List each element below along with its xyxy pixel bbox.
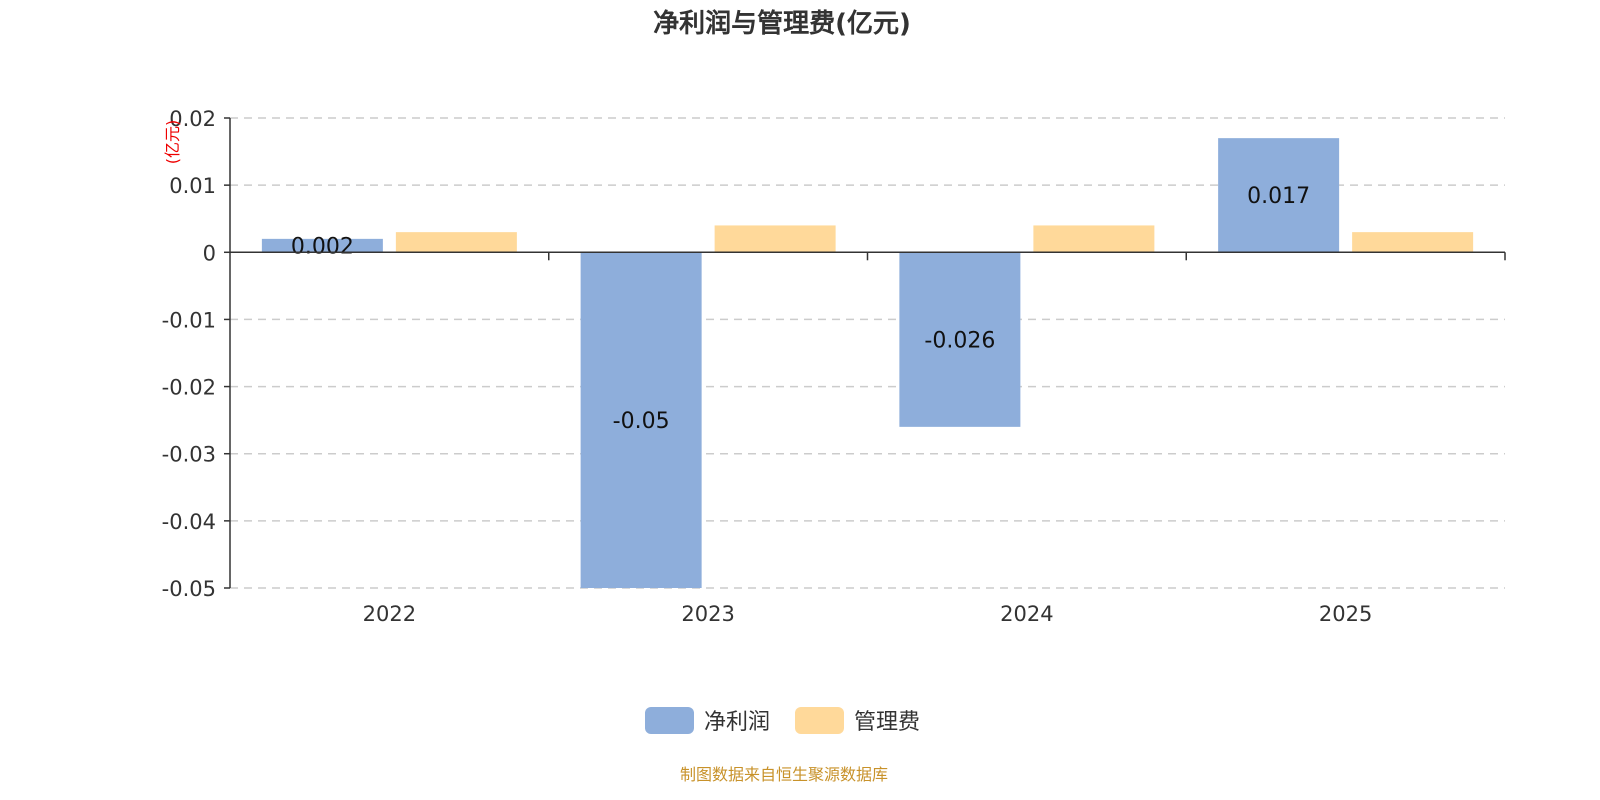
source-note: 制图数据来自恒生聚源数据库 [680,765,888,784]
bar-admin-expense-2024 [1033,225,1155,253]
bar-admin-expense-2022 [395,232,517,253]
y-tick-label: -0.05 [162,577,216,601]
bar-net-profit-2023 [580,252,702,589]
y-tick-label: 0.02 [169,107,216,131]
chart-title: 净利润与管理费(亿元) [653,8,911,39]
data-label: -0.026 [924,329,995,354]
bar-net-profit-2025 [1218,138,1340,253]
data-label: -0.05 [613,409,670,434]
y-tick-label: 0 [203,241,216,265]
bar-net-profit-2024 [899,252,1021,427]
data-label: 0.002 [291,235,354,260]
legend-label-1: 管理费 [854,710,920,735]
data-label: 0.017 [1247,184,1310,209]
y-axis-label: (亿元) [163,120,182,165]
y-tick-label: -0.02 [162,376,216,400]
legend-swatch-0 [645,707,694,734]
legend-label-0: 净利润 [704,710,770,735]
bar-admin-expense-2025 [1352,232,1474,253]
y-tick-label: -0.03 [162,443,216,467]
y-tick-label: -0.04 [162,510,216,534]
legend-swatch-1 [795,707,844,734]
y-tick-label: 0.01 [169,174,216,198]
bar-admin-expense-2023 [714,225,836,253]
bar-net-profit-2022 [261,238,383,253]
x-tick-label: 2023 [681,602,734,626]
y-tick-label: -0.01 [162,308,216,332]
x-tick-label: 2025 [1319,602,1372,626]
x-tick-label: 2022 [363,602,416,626]
x-tick-label: 2024 [1000,602,1053,626]
